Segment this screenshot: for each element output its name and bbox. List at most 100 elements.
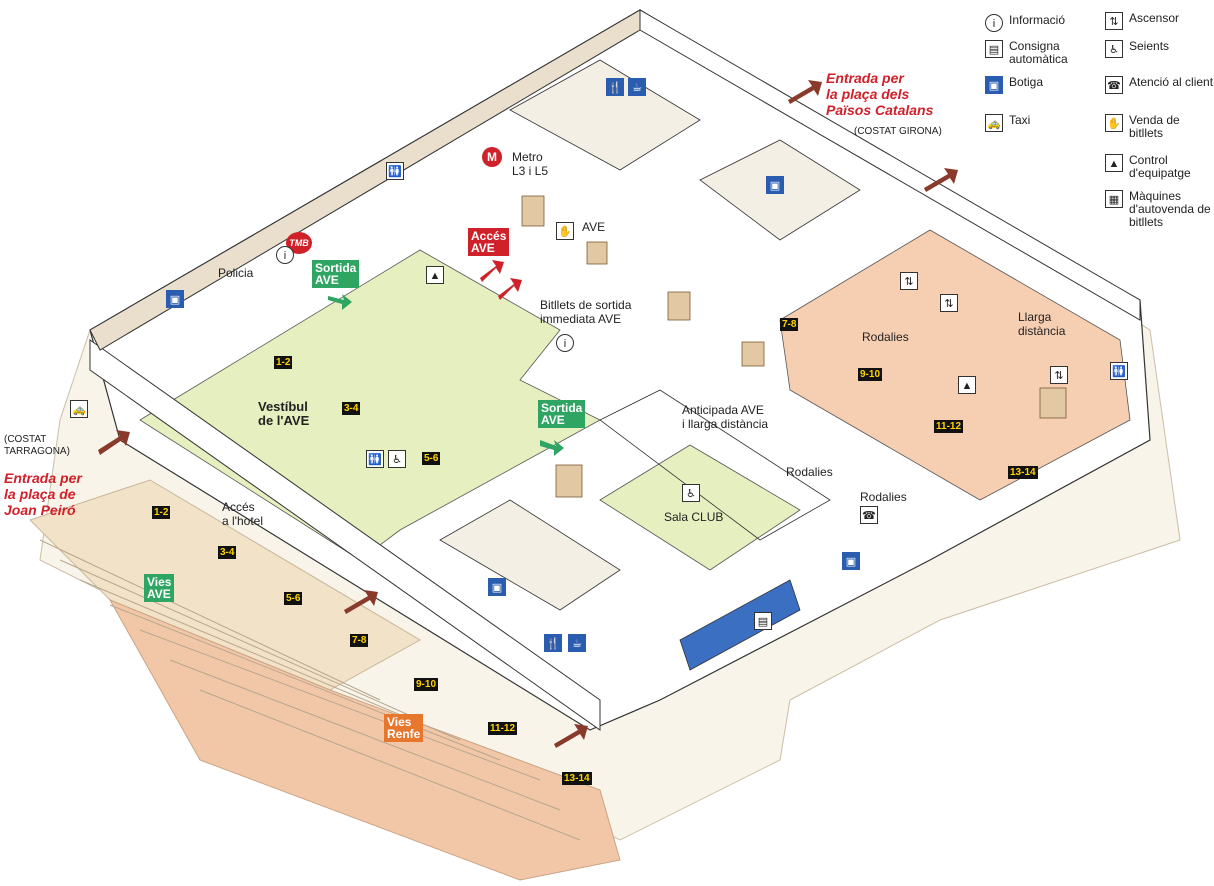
legend-label: Venda de bitllets bbox=[1129, 113, 1180, 140]
legend-item: ▲ Control d'equipatge bbox=[1105, 154, 1214, 194]
elevator-icon: ⇅ bbox=[900, 272, 918, 290]
llarga-label: Llarga distància bbox=[1018, 310, 1066, 338]
hall-platform-3-4: 3-4 bbox=[342, 402, 361, 415]
taxi-icon: 🚕 bbox=[985, 114, 1003, 132]
side-girona-label: (COSTAT GIRONA) bbox=[854, 126, 942, 137]
customer-service-icon: ☎ bbox=[860, 506, 878, 524]
rodalies-platform-7-8: 7-8 bbox=[780, 318, 799, 331]
restaurant-icon: 🍴 bbox=[544, 634, 562, 652]
legend-label: Informació bbox=[1009, 13, 1066, 27]
hall-platform-5-6: 5-6 bbox=[422, 452, 441, 465]
locker-icon: ▤ bbox=[754, 612, 772, 630]
hall-platform-1-2: 1-2 bbox=[274, 356, 293, 369]
vies-ave-tag: Vies AVE bbox=[144, 574, 175, 602]
entrance-arrows bbox=[98, 80, 958, 748]
shop-icon: ▣ bbox=[985, 76, 1003, 94]
acces-ave-tag: Accés AVE bbox=[468, 228, 510, 256]
sala-club-label: Sala CLUB bbox=[664, 510, 724, 524]
metro-icon: M bbox=[482, 147, 502, 167]
platform-7-8: 7-8 bbox=[350, 634, 369, 647]
shop-icon: ▣ bbox=[766, 176, 784, 194]
toilets-icon: 🚻 bbox=[1110, 362, 1128, 380]
platform-3-4: 3-4 bbox=[218, 546, 237, 559]
legend-item: ☎ Atenció al client bbox=[1105, 76, 1214, 116]
locker-icon: ▤ bbox=[985, 40, 1003, 58]
policia-label: Policia bbox=[218, 266, 254, 280]
sortida-ave-tag-1: Sortida AVE bbox=[312, 260, 360, 288]
toilets-icon: 🚻 bbox=[386, 162, 404, 180]
legend-item: ▣ Botiga bbox=[985, 76, 1095, 116]
entrance-girona-label: Entrada per la plaça dels Països Catalan… bbox=[826, 70, 934, 118]
legend-item: ▦Màquines d'autovenda de bitllets bbox=[1105, 190, 1214, 230]
tracks-renfe bbox=[108, 598, 621, 881]
exit-arrows bbox=[328, 294, 564, 456]
legend-item: ▤ Consigna automàtica bbox=[985, 40, 1095, 80]
platform-9-10: 9-10 bbox=[414, 678, 439, 691]
sala-club-area bbox=[599, 444, 801, 571]
elevator-icon: ⇅ bbox=[1050, 366, 1068, 384]
acces-hotel-label: Accés a l'hotel bbox=[222, 500, 263, 528]
legend: i Informació ⇅ Ascensor ▤ Consigna automàtica… bbox=[985, 10, 1213, 240]
vestibul-label: Vestíbul de l'AVE bbox=[258, 399, 310, 428]
rodalies-platform-9-10: 9-10 bbox=[858, 368, 883, 381]
metro-label: Metro L3 i L5 bbox=[512, 150, 549, 178]
right-wall bbox=[639, 9, 1141, 321]
shop-icon: ▣ bbox=[842, 552, 860, 570]
track-lines bbox=[39, 539, 581, 841]
access-arrows bbox=[480, 260, 522, 300]
taxi-icon: 🚕 bbox=[70, 400, 88, 418]
rodalies-platform-11-12: 11-12 bbox=[934, 420, 964, 433]
front-wall bbox=[89, 339, 601, 731]
platform-13-14: 13-14 bbox=[562, 772, 592, 785]
rodalies-platform-13-14: 13-14 bbox=[1008, 466, 1038, 479]
legend-item: 🚕 Taxi bbox=[985, 114, 1095, 154]
platform-5-6: 5-6 bbox=[284, 592, 303, 605]
baggage-control-icon: ▲ bbox=[426, 266, 444, 284]
legend-item: ♿Seients bbox=[1105, 40, 1214, 80]
info-icon: i bbox=[985, 14, 1003, 32]
legend-label: Taxi bbox=[1009, 113, 1031, 127]
bitllets-label: Bitllets de sortida immediata AVE bbox=[540, 298, 632, 326]
elevator-icon: ⇅ bbox=[1105, 12, 1123, 30]
legend-item: ⇅ Ascensor bbox=[1105, 12, 1214, 52]
entrance-tarragona-label: Entrada per la plaça de Joan Peiró bbox=[4, 470, 82, 518]
platform-11-12: 11-12 bbox=[488, 722, 518, 735]
inner-structures bbox=[439, 59, 861, 671]
legend-item: ✋ Venda de bitllets bbox=[1105, 114, 1214, 154]
kiosks bbox=[521, 195, 1067, 498]
accessible-icon: ♿ bbox=[388, 450, 406, 468]
vies-renfe-tag: Vies Renfe bbox=[384, 714, 424, 742]
restaurant-icon: 🍴 bbox=[606, 78, 624, 96]
info-icon: i bbox=[556, 334, 574, 352]
sortida-ave-tag-2: Sortida AVE bbox=[538, 400, 586, 428]
rodalies-hall bbox=[779, 229, 1131, 501]
legend-label: Consigna automàtica bbox=[1009, 39, 1068, 66]
rodalies-right-label: Rodalies bbox=[860, 490, 907, 504]
rodalies-hall-label: Rodalies bbox=[862, 330, 909, 344]
toilets-icon: 🚻 bbox=[366, 450, 384, 468]
tmb-icon: TMB bbox=[286, 232, 312, 254]
shop-icon: ▣ bbox=[488, 578, 506, 596]
ave-ticket-label: AVE bbox=[582, 220, 606, 234]
legend-item: i Informació bbox=[985, 14, 1095, 54]
elevator-icon: ⇅ bbox=[940, 294, 958, 312]
rodalies-center-label: Rodalies bbox=[786, 465, 833, 479]
legend-label: Màquines d'autovenda de bitllets bbox=[1129, 189, 1211, 229]
info-icon: i bbox=[276, 246, 294, 264]
baggage-control-icon: ▲ bbox=[1105, 154, 1123, 172]
legend-label: Atenció al client bbox=[1129, 75, 1214, 89]
customer-service-icon: ☎ bbox=[1105, 76, 1123, 94]
side-tarragona-label: (COSTAT TARRAGONA) bbox=[4, 434, 70, 457]
legend-label: Ascensor bbox=[1129, 11, 1180, 25]
seats-icon: ♿ bbox=[1105, 40, 1123, 58]
legend-label: Control d'equipatge bbox=[1129, 153, 1191, 180]
seats-icon: ♿ bbox=[682, 484, 700, 502]
ticket-sale-icon: ✋ bbox=[1105, 114, 1123, 132]
legend-label: Botiga bbox=[1009, 75, 1044, 89]
cafe-icon: ☕ bbox=[568, 634, 586, 652]
shop-icon: ▣ bbox=[166, 290, 184, 308]
baggage-control-icon: ▲ bbox=[958, 376, 976, 394]
cafe-icon: ☕ bbox=[628, 78, 646, 96]
platform-1-2: 1-2 bbox=[152, 506, 171, 519]
